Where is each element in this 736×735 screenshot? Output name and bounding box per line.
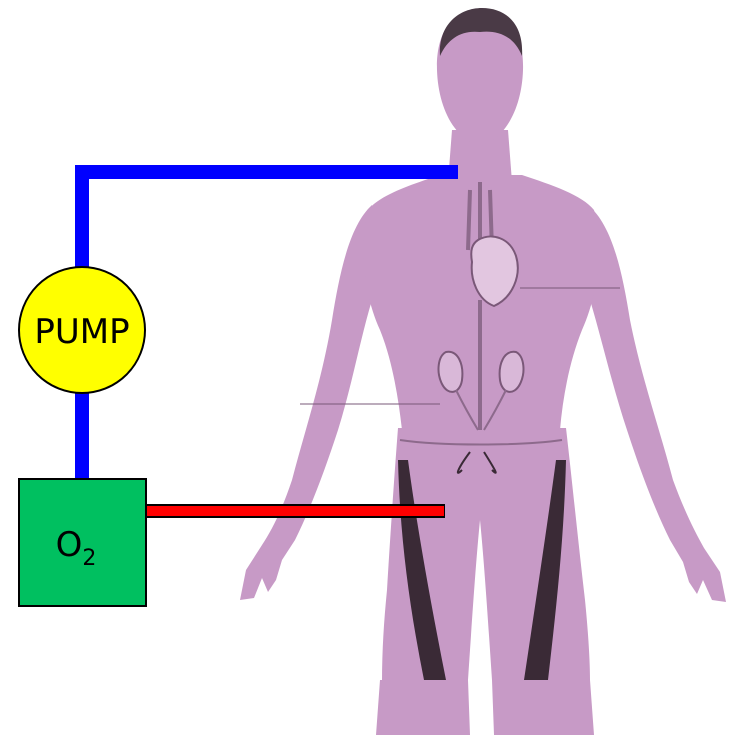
legs xyxy=(376,680,594,735)
right-kidney xyxy=(500,352,524,392)
oxygenator: O2 xyxy=(19,479,146,606)
pump-label: PUMP xyxy=(34,312,129,352)
oxygenator-symbol: O xyxy=(56,525,83,565)
left-arm xyxy=(240,205,372,600)
oxygenator-subscript: 2 xyxy=(82,546,96,571)
pump: PUMP xyxy=(19,267,145,393)
right-arm xyxy=(588,205,726,602)
human-body-illustration xyxy=(240,8,726,735)
oxygenator-box xyxy=(19,479,146,606)
left-kidney xyxy=(439,352,463,392)
